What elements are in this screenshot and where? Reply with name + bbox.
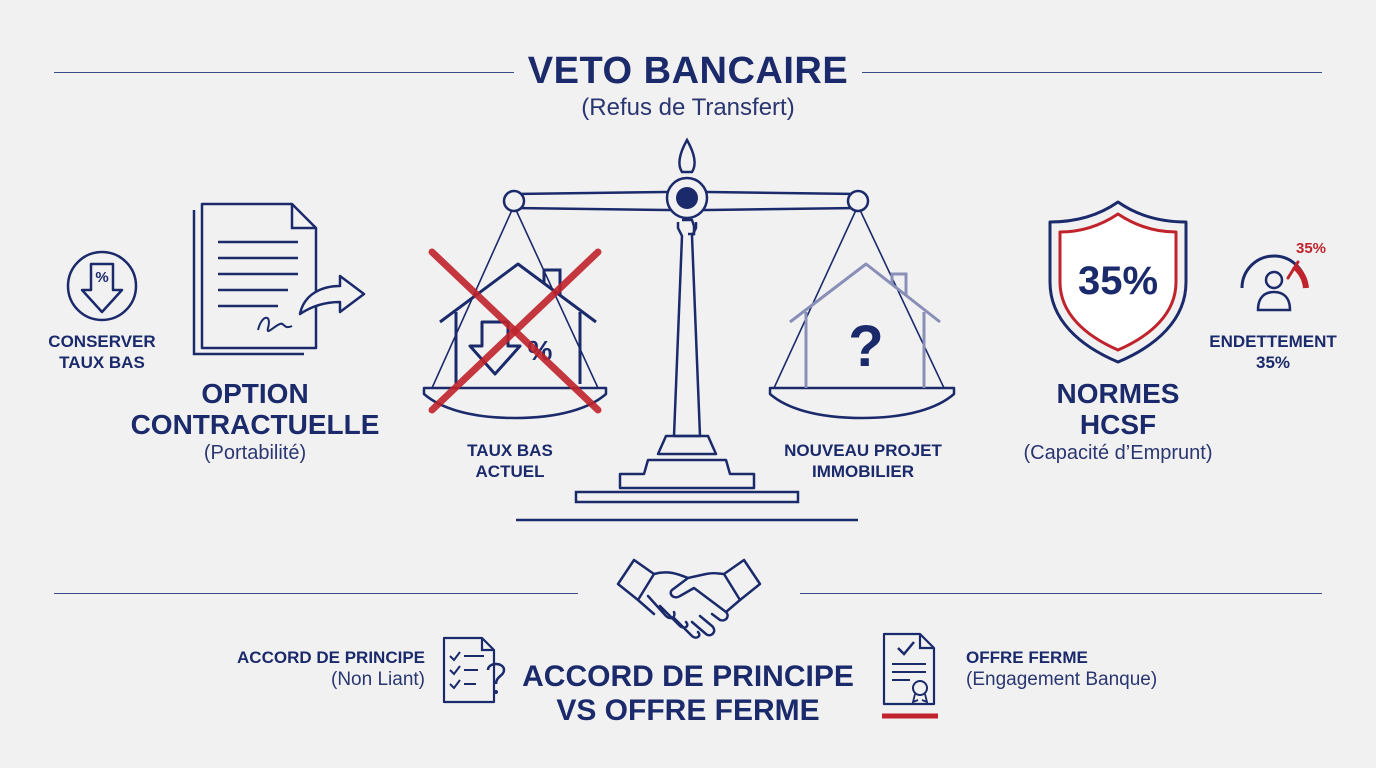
header-rule-right bbox=[862, 72, 1322, 73]
gauge-value-label: 35% bbox=[1296, 240, 1327, 257]
shield-icon: 35% bbox=[1048, 200, 1188, 364]
debt-ratio-line2: 35% bbox=[1255, 353, 1291, 372]
borrowing-capacity-subtitle: (Capacité d’Emprunt) bbox=[1023, 442, 1213, 464]
shield-value: 35% bbox=[1078, 259, 1158, 303]
bank-commitment-subtitle: (Engagement Banque) bbox=[966, 669, 1158, 690]
agreement-in-principle-label: ACCORD DE PRINCIPE bbox=[237, 648, 425, 667]
non-binding-subtitle: (Non Liant) bbox=[331, 669, 425, 690]
keep-low-rate-line1: CONSERVER bbox=[48, 332, 156, 351]
contract-option-title-line2: CONTRACTUELLE bbox=[130, 409, 380, 440]
hcsf-title: NORMES HCSF bbox=[990, 378, 1246, 440]
debt-gauge-icon bbox=[1240, 254, 1309, 312]
balance-scale-icon bbox=[422, 137, 956, 522]
firm-offer-label: OFFRE FERME bbox=[966, 648, 1088, 667]
footer-title-line1: ACCORD DE PRINCIPE bbox=[522, 660, 854, 693]
header-rule-left bbox=[54, 72, 514, 73]
current-low-rate-label: TAUX BAS ACTUEL bbox=[430, 440, 590, 482]
new-project-line1: NOUVEAU PROJET bbox=[784, 441, 942, 460]
current-low-rate-line1: TAUX BAS bbox=[467, 441, 553, 460]
question-mark-glyph: ? bbox=[848, 314, 883, 379]
keep-low-rate-label: CONSERVER TAUX BAS bbox=[30, 331, 174, 373]
rejected-cross-icon bbox=[428, 248, 602, 414]
contract-document-icon bbox=[192, 202, 366, 356]
page-title: VETO BANCAIRE bbox=[527, 50, 849, 92]
contract-option-title-line1: OPTION bbox=[201, 378, 309, 409]
certified-document-icon bbox=[882, 632, 938, 719]
checklist-question-icon bbox=[442, 636, 506, 704]
footer-title: ACCORD DE PRINCIPE VS OFFRE FERME bbox=[510, 660, 866, 728]
contract-option-title: OPTION CONTRACTUELLE bbox=[118, 378, 392, 440]
footer-title-line2: VS OFFRE FERME bbox=[556, 694, 820, 727]
debt-ratio-label: ENDETTEMENT 35% bbox=[1196, 331, 1350, 373]
portability-subtitle: (Portabilité) bbox=[203, 442, 307, 464]
house-question-icon: ? bbox=[789, 262, 941, 388]
page-subtitle: (Refus de Transfert) bbox=[581, 94, 795, 121]
new-project-line2: IMMOBILIER bbox=[812, 462, 914, 481]
hcsf-title-line1: NORMES bbox=[1056, 378, 1180, 409]
current-low-rate-line2: ACTUEL bbox=[475, 462, 545, 481]
percent-down-arrow-icon: % bbox=[66, 250, 138, 322]
keep-low-rate-line2: TAUX BAS bbox=[59, 353, 145, 372]
debt-ratio-line1: ENDETTEMENT bbox=[1209, 332, 1337, 351]
footer-rule-left bbox=[54, 593, 578, 594]
percent-glyph: % bbox=[95, 269, 108, 286]
footer-rule-right bbox=[800, 593, 1322, 594]
handshake-icon bbox=[616, 558, 762, 639]
hcsf-title-line2: HCSF bbox=[1079, 409, 1157, 440]
new-project-label: NOUVEAU PROJET IMMOBILIER bbox=[768, 440, 958, 482]
